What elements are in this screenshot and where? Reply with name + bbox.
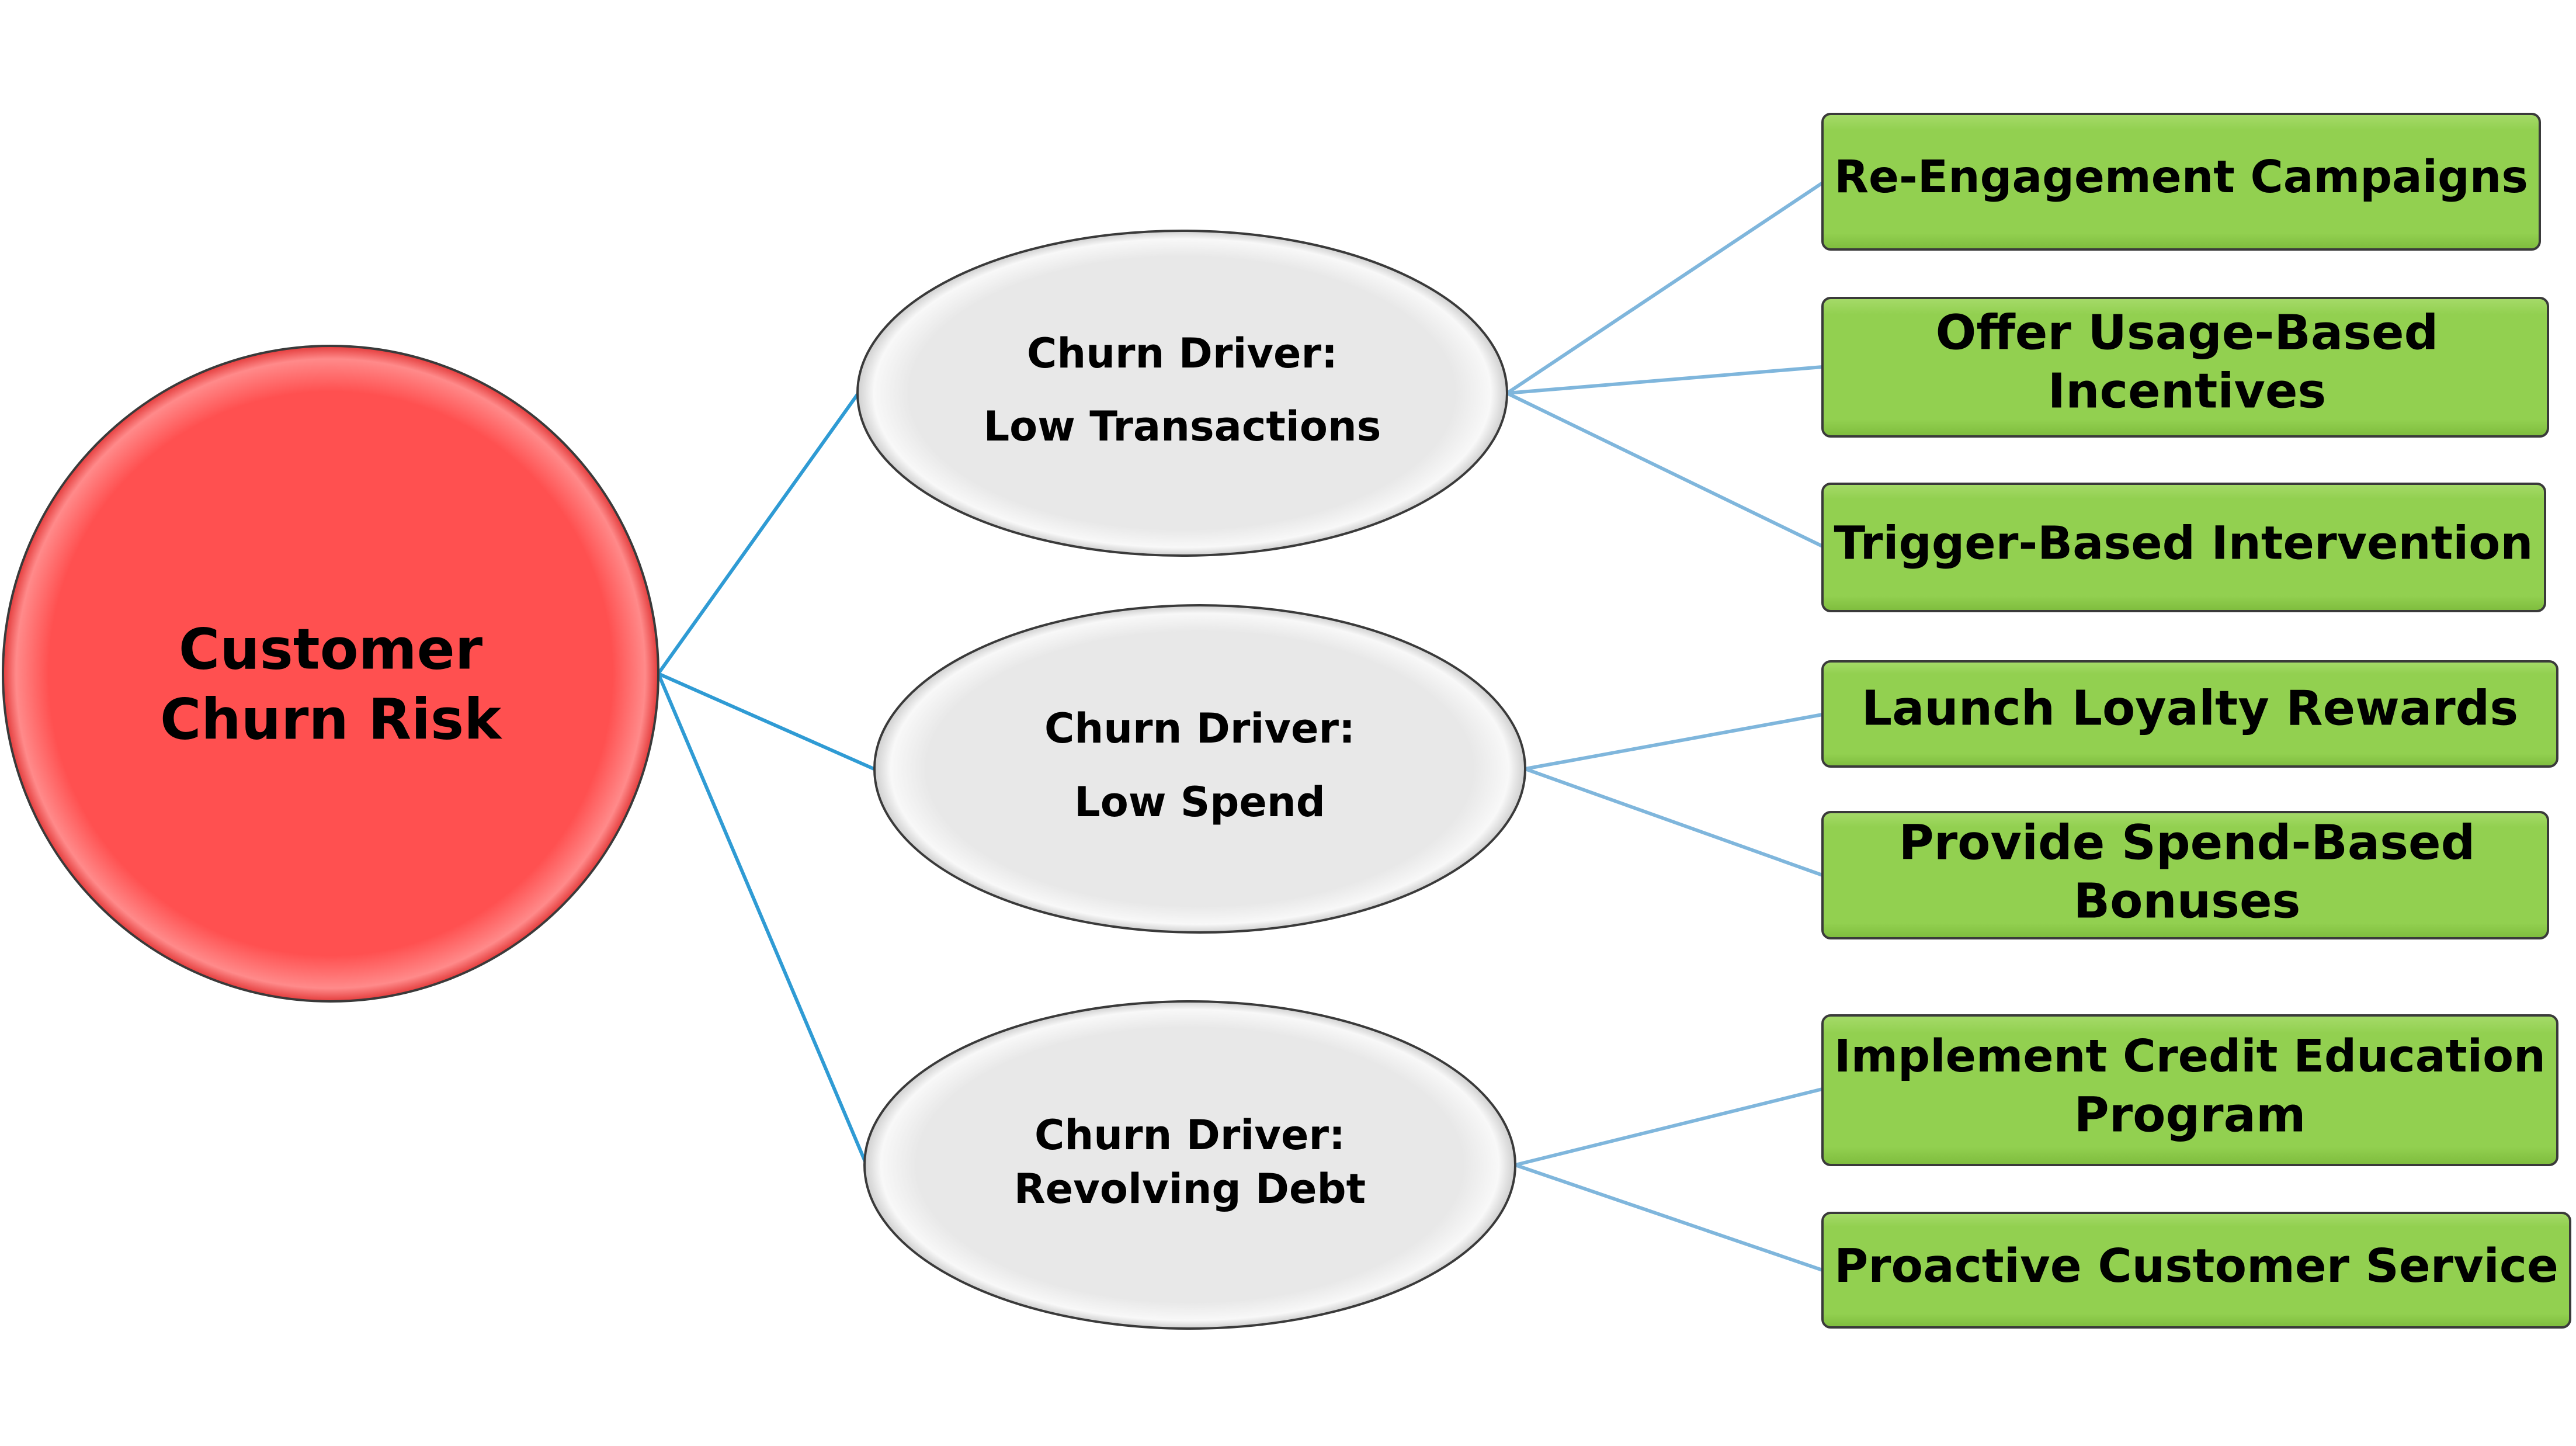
root-connectors xyxy=(657,393,875,1163)
root-node: Customer Churn Risk xyxy=(2,345,659,1003)
driver-label-line-1: Churn Driver: xyxy=(1044,705,1355,753)
action-box xyxy=(1821,483,2546,612)
action-box xyxy=(1821,113,2541,251)
root-title-line-1: Customer xyxy=(179,616,483,682)
action-box xyxy=(1821,660,2558,768)
driver-ellipse xyxy=(863,1000,1516,1330)
driver-label-line-1: Churn Driver: xyxy=(1027,330,1338,377)
driver-label-line-2: Low Spend xyxy=(1074,778,1325,826)
root-title-line-2: Churn Risk xyxy=(160,686,502,752)
action-label-line-2: Program xyxy=(2074,1087,2306,1143)
action-box-spend-based-bonuses: Provide Spend-Based Bonuses xyxy=(1821,811,2549,939)
connector-revolving-debt-to-credit-education xyxy=(1515,1087,1823,1167)
root-circle xyxy=(2,345,659,1003)
connector-low-spend-to-spend-bonuses xyxy=(1524,767,1824,877)
driver-ellipse xyxy=(873,604,1526,934)
action-label-line-1: Trigger-Based Intervention xyxy=(1834,516,2533,570)
action-box xyxy=(1821,811,2549,939)
action-label-line-1: Proactive Customer Service xyxy=(1834,1239,2558,1293)
connector-root-to-low-spend xyxy=(657,672,875,771)
driver-ellipse xyxy=(856,230,1508,557)
action-box xyxy=(1821,1212,2571,1329)
connector-root-to-low-transactions xyxy=(657,393,859,675)
action-label-line-1: Provide Spend-Based xyxy=(1899,815,2476,871)
connector-low-spend-to-loyalty-rewards xyxy=(1525,713,1823,771)
action-box-credit-education: Implement Credit Education Program xyxy=(1821,1014,2558,1166)
action-box-re-engagement-campaigns: Re-Engagement Campaigns xyxy=(1821,113,2541,251)
action-box xyxy=(1821,1014,2558,1166)
driver-label-line-2: Low Transactions xyxy=(984,403,1381,450)
connector-root-to-revolving-debt xyxy=(657,672,867,1163)
driver-node-low-spend: Churn Driver: Low Spend xyxy=(873,604,1526,934)
action-label-line-1: Offer Usage-Based xyxy=(1936,305,2439,360)
connector-low-transactions-to-usage-incentives xyxy=(1506,365,1823,395)
driver-node-low-transactions: Churn Driver: Low Transactions xyxy=(856,230,1508,557)
connector-low-transactions-to-re-engagement xyxy=(1506,181,1824,395)
action-label-line-1: Re-Engagement Campaigns xyxy=(1834,151,2528,203)
action-box-loyalty-rewards: Launch Loyalty Rewards xyxy=(1821,660,2558,768)
driver-node-revolving-debt: Churn Driver: Revolving Debt xyxy=(863,1000,1516,1330)
driver-label-line-2: Revolving Debt xyxy=(1014,1165,1366,1213)
action-box-usage-based-incentives: Offer Usage-Based Incentives xyxy=(1821,297,2549,438)
action-label-line-1: Launch Loyalty Rewards xyxy=(1862,681,2518,736)
action-box-proactive-customer-service: Proactive Customer Service xyxy=(1821,1212,2571,1329)
action-box xyxy=(1821,297,2549,438)
action-box-trigger-based-intervention: Trigger-Based Intervention xyxy=(1821,483,2546,612)
action-label-line-1: Implement Credit Education xyxy=(1834,1030,2546,1083)
action-label-line-2: Incentives xyxy=(2048,363,2327,419)
action-label-line-2: Bonuses xyxy=(2074,873,2301,929)
driver-label-line-1: Churn Driver: xyxy=(1034,1111,1345,1159)
connector-low-transactions-to-trigger-intervention xyxy=(1506,391,1824,548)
connector-revolving-debt-to-customer-service xyxy=(1515,1163,1823,1272)
action-connectors xyxy=(1506,181,1824,1272)
